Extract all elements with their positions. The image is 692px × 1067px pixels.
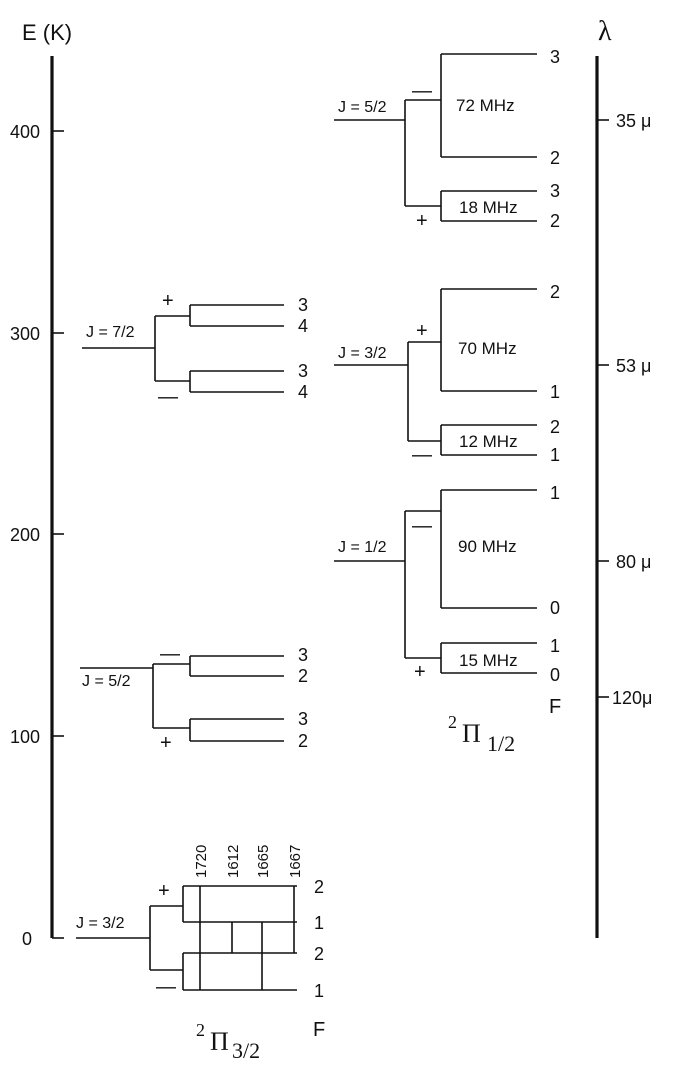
wavelength-axis: λ 35 μ 53 μ 80 μ 120μ [595, 16, 652, 938]
pi12-j52-f-label: 2 [550, 211, 560, 231]
wavelength-axis-label: λ [598, 16, 612, 47]
pi12-label-superscript: 2 [448, 712, 457, 732]
wavelength-tick-label-35: 35 μ [616, 111, 651, 131]
pi12-j12-f-label: 1 [550, 483, 560, 503]
pi12-j32-upper-splitting: 70 MHz [458, 339, 517, 358]
energy-tick-label-300: 300 [10, 324, 40, 344]
transition-label-1720: 1720 [193, 845, 210, 878]
pi32-j72-state: J = 7/2 + — 3 4 3 4 [82, 290, 308, 408]
pi32-j72-f-label: 3 [298, 295, 308, 315]
energy-tick-label-400: 400 [10, 122, 40, 142]
pi32-ladder-label: 2 Π 3/2 F [196, 1019, 325, 1063]
energy-axis: E (K) 0 100 200 300 400 [10, 20, 72, 949]
pi32-ground-f-label: 1 [314, 981, 324, 1001]
pi32-j72-f-label: 3 [298, 361, 308, 381]
pi32-ground-f-label: 1 [314, 913, 324, 933]
pi32-j72-f-label: 4 [298, 316, 308, 336]
pi32-j52-f-label: 3 [298, 645, 308, 665]
pi12-j32-lower-splitting: 12 MHz [459, 432, 518, 451]
pi32-ground-j-label: J = 3/2 [76, 915, 125, 932]
pi12-j52-state: J = 5/2 — + 72 MHz 18 MHz 3 2 3 2 [334, 47, 560, 232]
energy-tick-label-200: 200 [10, 525, 40, 545]
pi12-j52-f-label: 2 [550, 148, 560, 168]
transition-label-1612: 1612 [225, 845, 242, 878]
pi12-j12-f-label: 1 [550, 636, 560, 656]
pi12-j52-f-label: 3 [550, 181, 560, 201]
pi32-j52-f-label: 3 [298, 709, 308, 729]
pi12-j32-f-label: 1 [550, 445, 560, 465]
pi32-j52-j-label: J = 5/2 [82, 673, 131, 690]
pi12-j12-lower-splitting: 15 MHz [459, 651, 518, 670]
wavelength-tick-label-120: 120μ [612, 688, 652, 708]
pi12-j12-upper-splitting: 90 MHz [458, 537, 517, 556]
pi12-j12-lower-sign: + [414, 661, 426, 683]
pi12-j52-upper-sign: — [412, 80, 432, 102]
pi12-j32-f-label: 1 [550, 382, 560, 402]
pi12-j52-f-label: 3 [550, 47, 560, 67]
pi12-j32-upper-sign: + [416, 320, 428, 342]
pi32-j52-state: J = 5/2 — + 3 2 3 2 [80, 643, 308, 754]
energy-tick-label-0: 0 [22, 929, 32, 949]
pi32-ground-state: J = 3/2 + — 2 1 2 1 1720 1612 1665 1667 [76, 845, 324, 1001]
pi32-j52-f-label: 2 [298, 731, 308, 751]
transition-label-1665: 1665 [255, 845, 272, 878]
pi12-j12-upper-sign: — [412, 515, 432, 537]
pi12-j52-lower-sign: + [416, 210, 428, 232]
pi12-j52-j-label: J = 5/2 [338, 99, 387, 116]
energy-axis-label: E (K) [22, 20, 72, 45]
pi32-ground-minus-sign: — [156, 976, 176, 998]
pi32-label-pi: Π [210, 1027, 229, 1056]
pi12-j32-lower-sign: — [412, 444, 432, 466]
pi12-j12-j-label: J = 1/2 [338, 539, 387, 556]
pi32-j72-plus-sign: + [162, 290, 174, 312]
pi12-j52-lower-splitting: 18 MHz [459, 198, 518, 217]
pi32-j52-f-label: 2 [298, 666, 308, 686]
pi12-j32-f-label: 2 [550, 417, 560, 437]
pi12-j52-upper-splitting: 72 MHz [456, 96, 515, 115]
wavelength-tick-label-53: 53 μ [616, 356, 651, 376]
pi32-j72-f-label: 4 [298, 382, 308, 402]
pi32-j72-j-label: J = 7/2 [86, 324, 135, 341]
pi32-j52-minus-sign: — [160, 643, 180, 665]
pi12-j12-f-label: 0 [550, 598, 560, 618]
pi12-ladder-label: F 2 Π 1/2 [448, 696, 561, 756]
wavelength-tick-label-80: 80 μ [616, 552, 651, 572]
pi12-f-column-label: F [549, 696, 561, 718]
transition-label-1667: 1667 [287, 845, 304, 878]
pi32-ground-f-label: 2 [314, 944, 324, 964]
pi32-label-subscript: 3/2 [232, 1038, 260, 1063]
pi32-j52-plus-sign: + [160, 732, 172, 754]
pi12-j32-f-label: 2 [550, 282, 560, 302]
pi12-j12-state: J = 1/2 — + 90 MHz 15 MHz 1 0 1 0 [334, 483, 560, 685]
pi32-f-column-label: F [313, 1019, 325, 1041]
pi32-j72-minus-sign: — [158, 386, 178, 408]
pi12-label-subscript: 1/2 [487, 731, 515, 756]
pi12-label-pi: Π [462, 719, 481, 748]
pi12-j12-f-label: 0 [550, 665, 560, 685]
pi12-j32-j-label: J = 3/2 [338, 345, 387, 362]
pi32-ground-plus-sign: + [158, 880, 170, 902]
energy-tick-label-100: 100 [10, 727, 40, 747]
pi12-j32-state: J = 3/2 + — 70 MHz 12 MHz 2 1 2 1 [334, 282, 560, 466]
pi32-label-superscript: 2 [196, 1020, 205, 1040]
pi32-ground-f-label: 2 [314, 877, 324, 897]
